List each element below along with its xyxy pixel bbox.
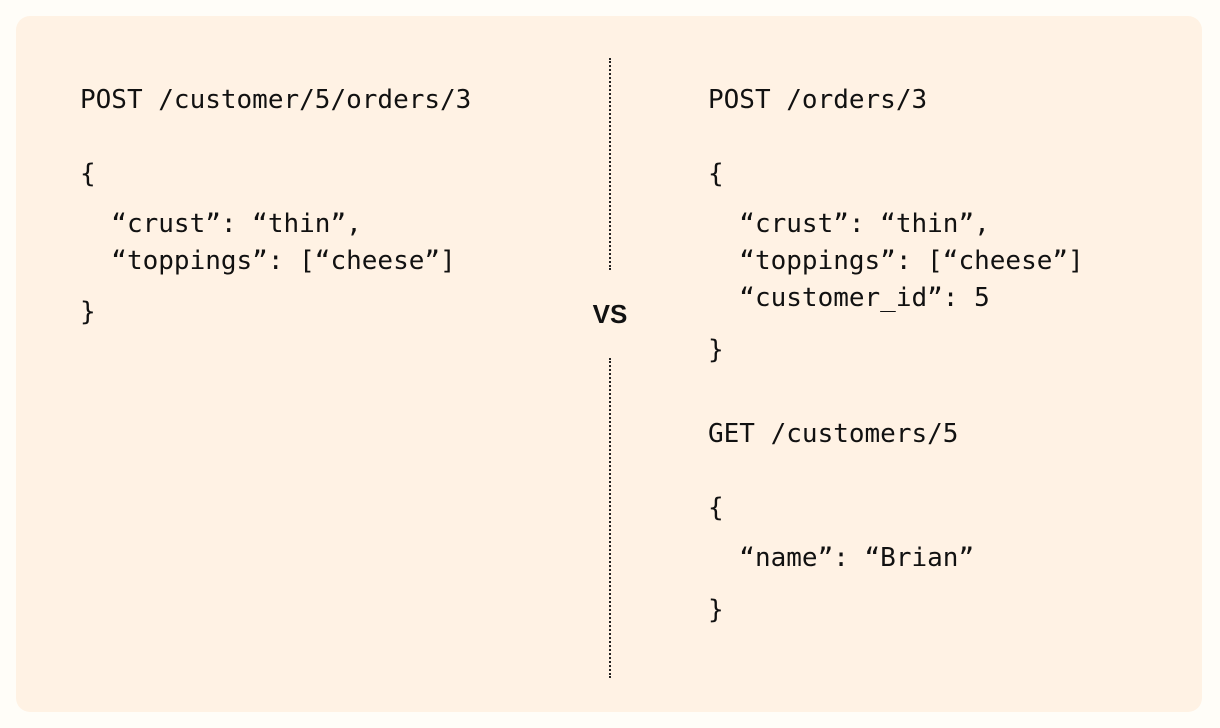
right-request-2-open-brace: { (708, 493, 724, 523)
comparison-card: POST /customer/5/orders/3 { “crust”: “th… (16, 16, 1202, 712)
left-close-brace: } (80, 297, 96, 327)
left-body-line: “toppings”: [“cheese”] (80, 246, 456, 276)
left-body-line: “crust”: “thin”, (80, 209, 362, 239)
divider-top (609, 58, 611, 270)
right-request-2-line: GET /customers/5 (708, 419, 959, 449)
right-request-2-body-line: “name”: “Brian” (708, 543, 975, 573)
right-request-1-body-line: “crust”: “thin”, (708, 209, 990, 239)
left-request-line: POST /customer/5/orders/3 (80, 85, 472, 115)
vs-label: VS (592, 299, 628, 329)
left-open-brace: { (80, 159, 96, 189)
right-request-1-open-brace: { (708, 159, 724, 189)
right-request-1-body-line: “customer_id”: 5 (708, 283, 990, 313)
right-request-2-close-brace: } (708, 595, 724, 625)
divider-bottom (609, 358, 611, 678)
right-request-1-close-brace: } (708, 335, 724, 365)
right-request-1-body-line: “toppings”: [“cheese”] (708, 246, 1084, 276)
right-request-1-line: POST /orders/3 (708, 85, 928, 115)
